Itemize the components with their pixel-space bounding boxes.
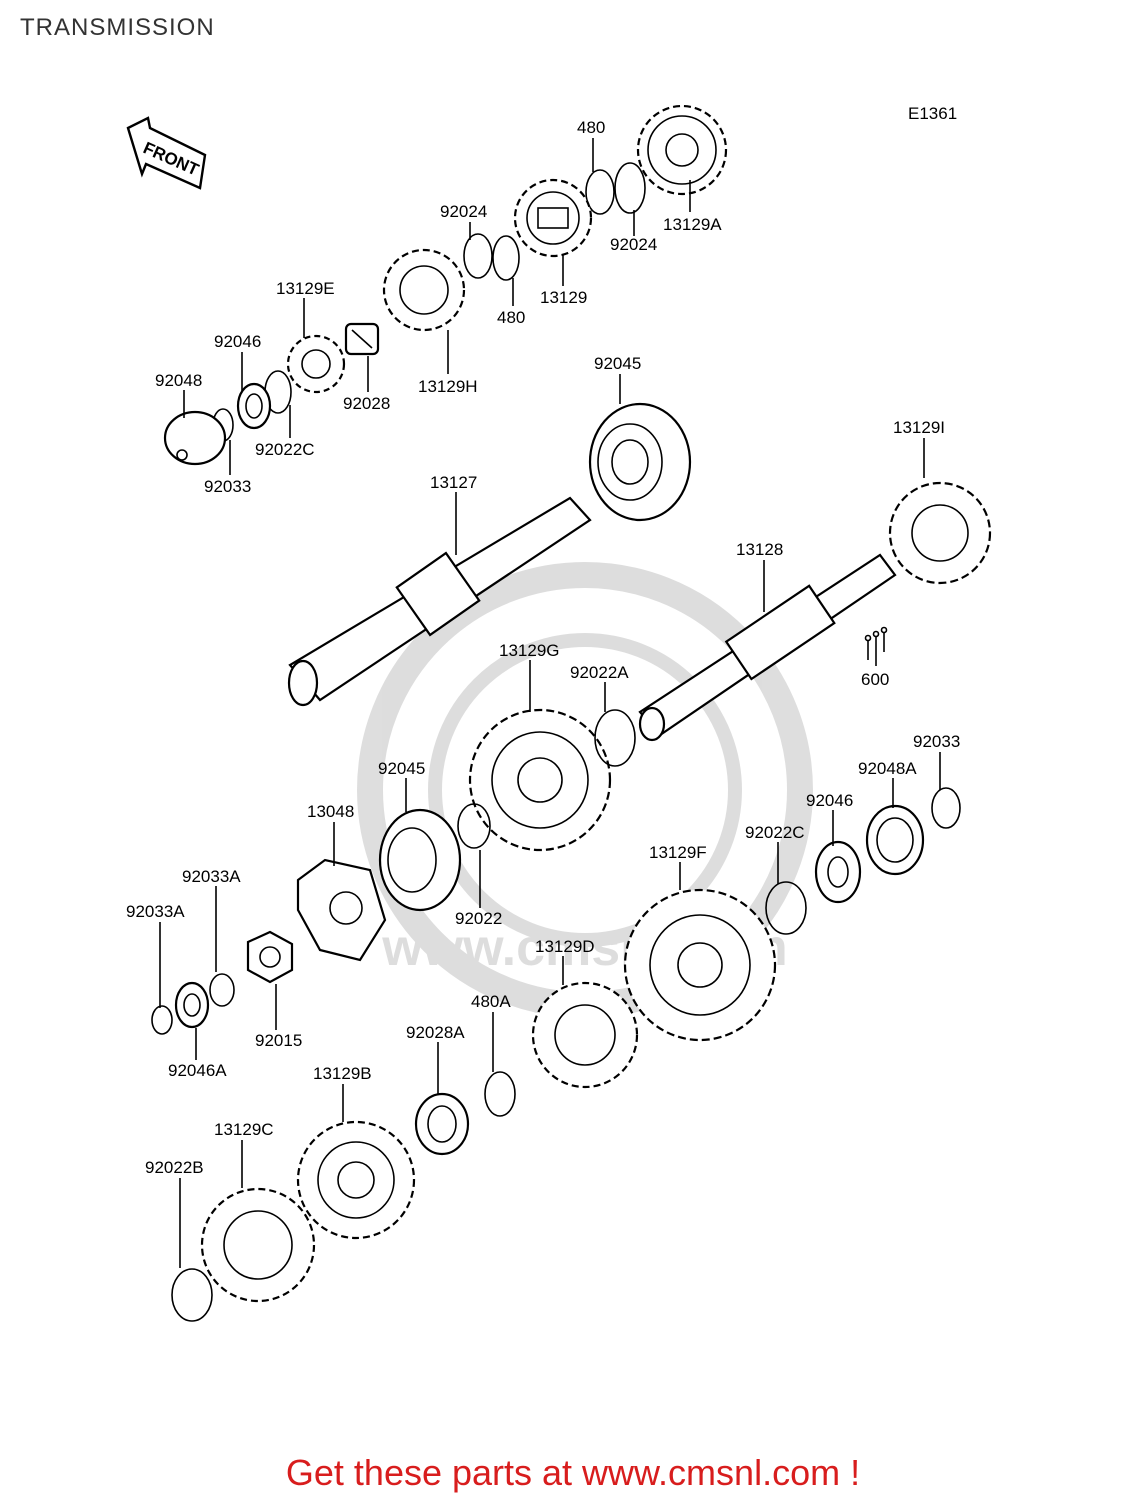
- gear-13129B: [296, 1120, 416, 1240]
- washer-92022A: [594, 709, 636, 767]
- label-92046A: 92046A: [168, 1061, 227, 1080]
- circlip-480A: [484, 1071, 516, 1117]
- needle-bearing-92046-top: [236, 382, 272, 430]
- label-92022: 92022: [455, 909, 502, 928]
- label-92033-right: 92033: [913, 732, 960, 751]
- label-13129D: 13129D: [535, 937, 595, 956]
- label-92022C-top: 92022C: [255, 440, 315, 459]
- label-13129C: 13129C: [214, 1120, 274, 1139]
- label-92028A: 92028A: [406, 1023, 465, 1042]
- label-92022B: 92022B: [145, 1158, 204, 1177]
- page-title: TRANSMISSION: [20, 14, 215, 41]
- label-480A: 480A: [471, 992, 511, 1011]
- ball-bearing-92045-mid: [378, 808, 462, 912]
- bushing-92028A: [414, 1092, 470, 1156]
- label-13129A: 13129A: [663, 215, 722, 234]
- needle-bearing-92046-right: [814, 840, 862, 904]
- gear-13129I: [888, 481, 992, 585]
- label-92045-mid: 92045: [378, 759, 425, 778]
- circlip-92033A-a: [209, 973, 235, 1007]
- label-92015: 92015: [255, 1031, 302, 1050]
- label-92048: 92048: [155, 371, 202, 390]
- footer-link[interactable]: Get these parts at www.cmsnl.com !: [285, 1452, 861, 1493]
- label-13129I: 13129I: [893, 418, 945, 437]
- washer-92022B: [171, 1268, 213, 1322]
- label-92045-top: 92045: [594, 354, 641, 373]
- label-600: 600: [861, 670, 889, 689]
- label-13129F: 13129F: [649, 843, 707, 862]
- label-13127: 13127: [430, 473, 477, 492]
- label-13128: 13128: [736, 540, 783, 559]
- washer-92024-b: [614, 162, 646, 214]
- leader-lines: [159, 138, 941, 1268]
- input-shaft-13127: [287, 496, 592, 707]
- circlip-480-mid: [492, 235, 520, 281]
- label-480-top: 480: [577, 118, 605, 137]
- label-92024-b: 92024: [610, 235, 657, 254]
- circlip-480-top: [585, 169, 615, 215]
- label-92048A: 92048A: [858, 759, 917, 778]
- gear-13129G: [468, 708, 612, 852]
- label-92033A-a: 92033A: [182, 867, 241, 886]
- label-92033-top: 92033: [204, 477, 251, 496]
- gear-13129A: [636, 104, 728, 196]
- hub-13048: [296, 858, 387, 962]
- label-13048: 13048: [307, 802, 354, 821]
- needle-bearing-92046A: [174, 981, 210, 1029]
- front-arrow-icon: FRONT: [126, 116, 207, 190]
- figure-code: E1361: [908, 104, 957, 123]
- label-92028: 92028: [343, 394, 390, 413]
- nut-92015: [246, 930, 294, 984]
- label-480-mid: 480: [497, 308, 525, 327]
- gear-13129D: [531, 981, 639, 1089]
- ball-bearing-92045-top: [588, 402, 692, 522]
- label-13129H: 13129H: [418, 377, 478, 396]
- washer-92022: [457, 803, 491, 849]
- label-92024-a: 92024: [440, 202, 487, 221]
- collar-92048A: [865, 804, 925, 876]
- circlip-92033A-b: [151, 1005, 173, 1035]
- gear-13129: [513, 178, 593, 258]
- washer-92022C-right: [765, 881, 807, 935]
- gear-13129E: [286, 334, 346, 394]
- circlip-92033-right: [931, 787, 961, 829]
- label-92033A-b: 92033A: [126, 902, 185, 921]
- label-92022A: 92022A: [570, 663, 629, 682]
- output-shaft-13128: [638, 553, 897, 742]
- pins-600: [864, 626, 888, 660]
- gear-13129C: [200, 1187, 316, 1303]
- label-92022C-right: 92022C: [745, 823, 805, 842]
- gear-13129H: [382, 248, 466, 332]
- label-13129G: 13129G: [499, 641, 560, 660]
- gear-13129F: [623, 888, 777, 1042]
- washer-92024-a: [463, 233, 493, 279]
- collar-92048: [163, 410, 227, 466]
- label-13129: 13129: [540, 288, 587, 307]
- label-13129E: 13129E: [276, 279, 335, 298]
- label-13129B: 13129B: [313, 1064, 372, 1083]
- bushing-92028: [344, 322, 380, 356]
- label-92046-top: 92046: [214, 332, 261, 351]
- label-92046-right: 92046: [806, 791, 853, 810]
